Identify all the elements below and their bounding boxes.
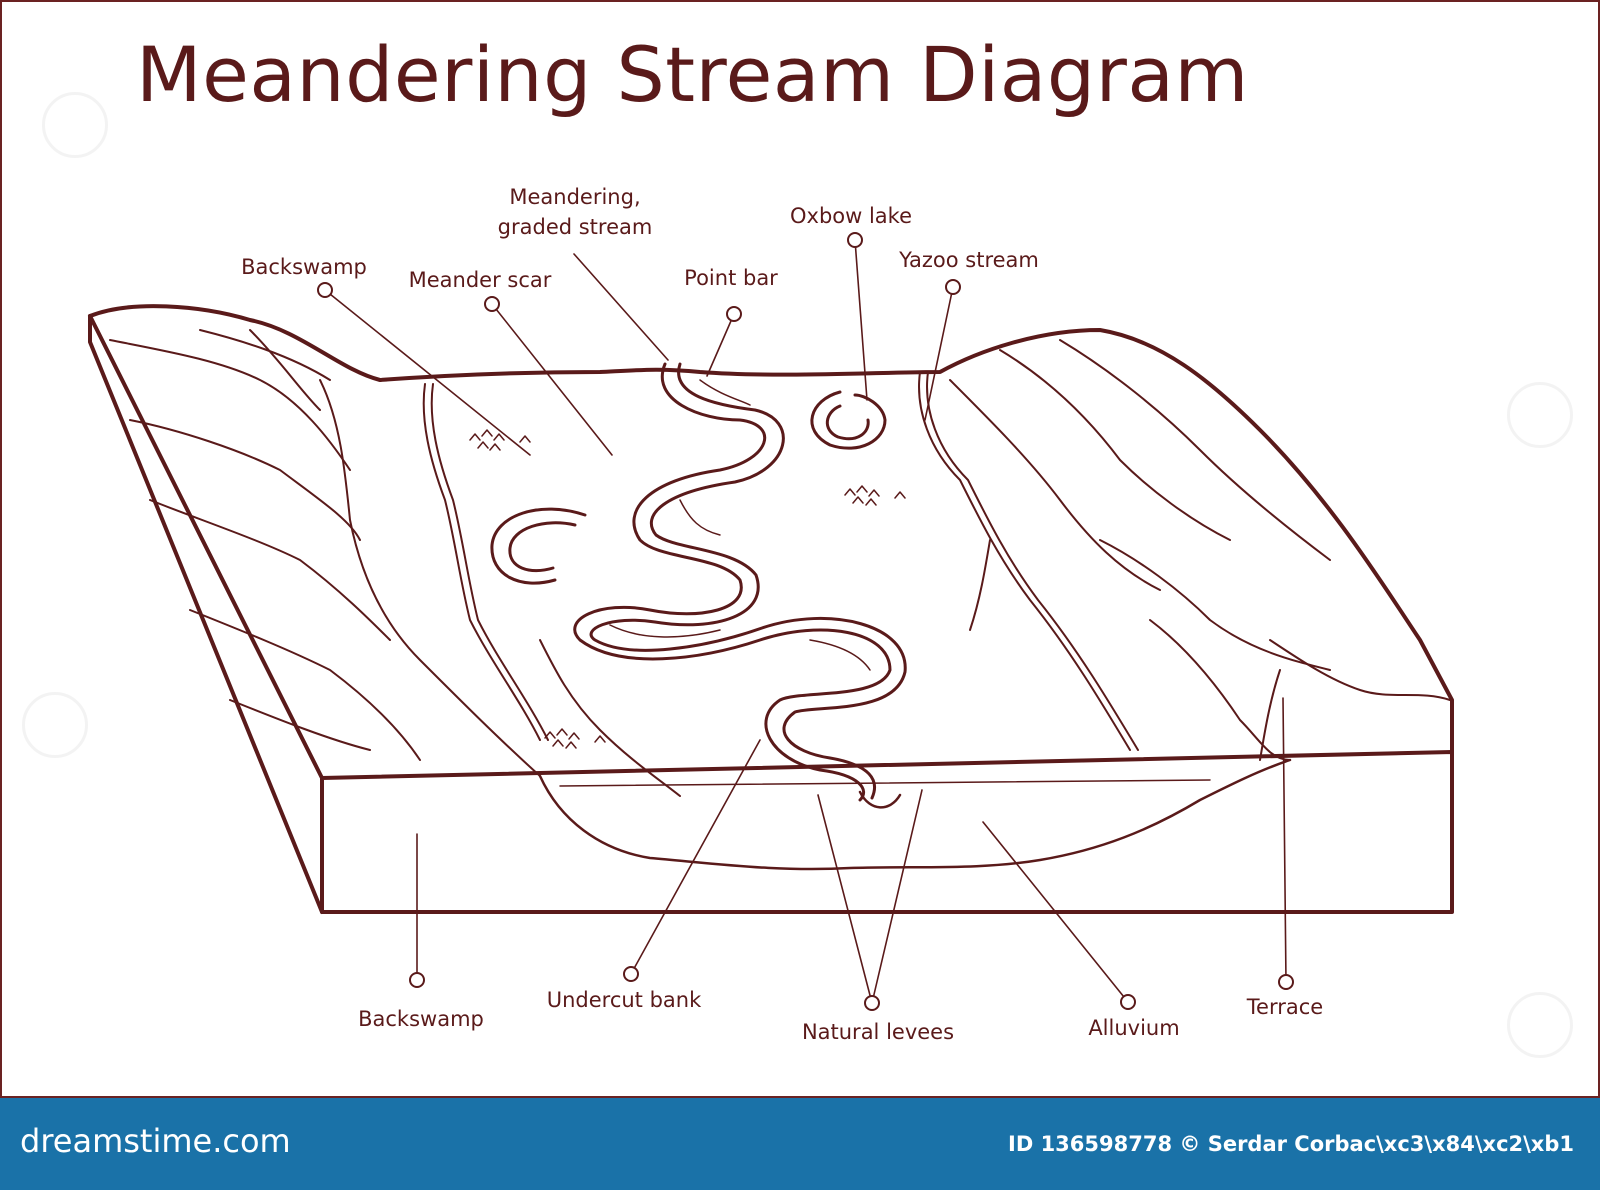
watermark-logo-icon [22, 692, 88, 758]
tributary-streams [422, 371, 1139, 797]
image-credit: ID 136598778 © Serdar Corbac\xc3\x84\xc2… [1008, 1132, 1574, 1156]
alluvium-marker [1120, 994, 1136, 1010]
meander-scar-lake [490, 507, 587, 585]
label-backswamp-top: Backswamp [241, 255, 367, 279]
label-point-bar: Point bar [684, 266, 778, 290]
label-meander-scar: Meander scar [409, 268, 552, 292]
label-yazoo-stream: Yazoo stream [898, 248, 1039, 272]
watermark-logo-icon [42, 92, 108, 158]
leader-lines [324, 239, 1287, 1004]
point-bar-marker [726, 306, 742, 322]
backswamp-top-marker [317, 282, 333, 298]
cross-section-alluvium [538, 758, 1292, 871]
label-terrace: Terrace [1246, 995, 1323, 1019]
label-backswamp-bottom: Backswamp [358, 1007, 484, 1031]
oxbow-lake-marker [847, 232, 863, 248]
stream-block-diagram: Meandering, graded stream Oxbow lake Bac… [88, 185, 1454, 1044]
label-natural-levees: Natural levees [802, 1020, 954, 1044]
label-meandering-graded-stream-line1: Meandering, [509, 185, 640, 209]
left-valley-wall [109, 329, 541, 777]
label-meandering-graded-stream-line2: graded stream [498, 215, 653, 239]
backswamp-vegetation [469, 429, 906, 749]
block-outline [88, 304, 1454, 914]
label-alluvium: Alluvium [1088, 1016, 1179, 1040]
natural-levees-marker [864, 995, 880, 1011]
meandering-river [573, 362, 907, 802]
watermark-logo-icon [1507, 992, 1573, 1058]
undercut-bank-marker [623, 966, 639, 982]
watermark-logo-icon [1507, 382, 1573, 448]
page-title: Meandering Stream Diagram [136, 30, 1249, 119]
footer-bar: dreamstime.com ID 136598778 © Serdar Cor… [0, 1098, 1600, 1190]
label-oxbow-lake: Oxbow lake [790, 204, 912, 228]
oxbow-lake [810, 390, 887, 450]
right-valley-wall [949, 339, 1451, 761]
leader-markers [317, 232, 1294, 1011]
label-undercut-bank: Undercut bank [547, 988, 702, 1012]
backswamp-bottom-marker [409, 972, 425, 988]
meander-scar-marker [484, 296, 500, 312]
brand-logo: dreamstime.com [20, 1122, 291, 1160]
diagram-frame [0, 0, 1600, 1098]
terrace-marker [1278, 974, 1294, 990]
yazoo-stream-marker [945, 279, 961, 295]
